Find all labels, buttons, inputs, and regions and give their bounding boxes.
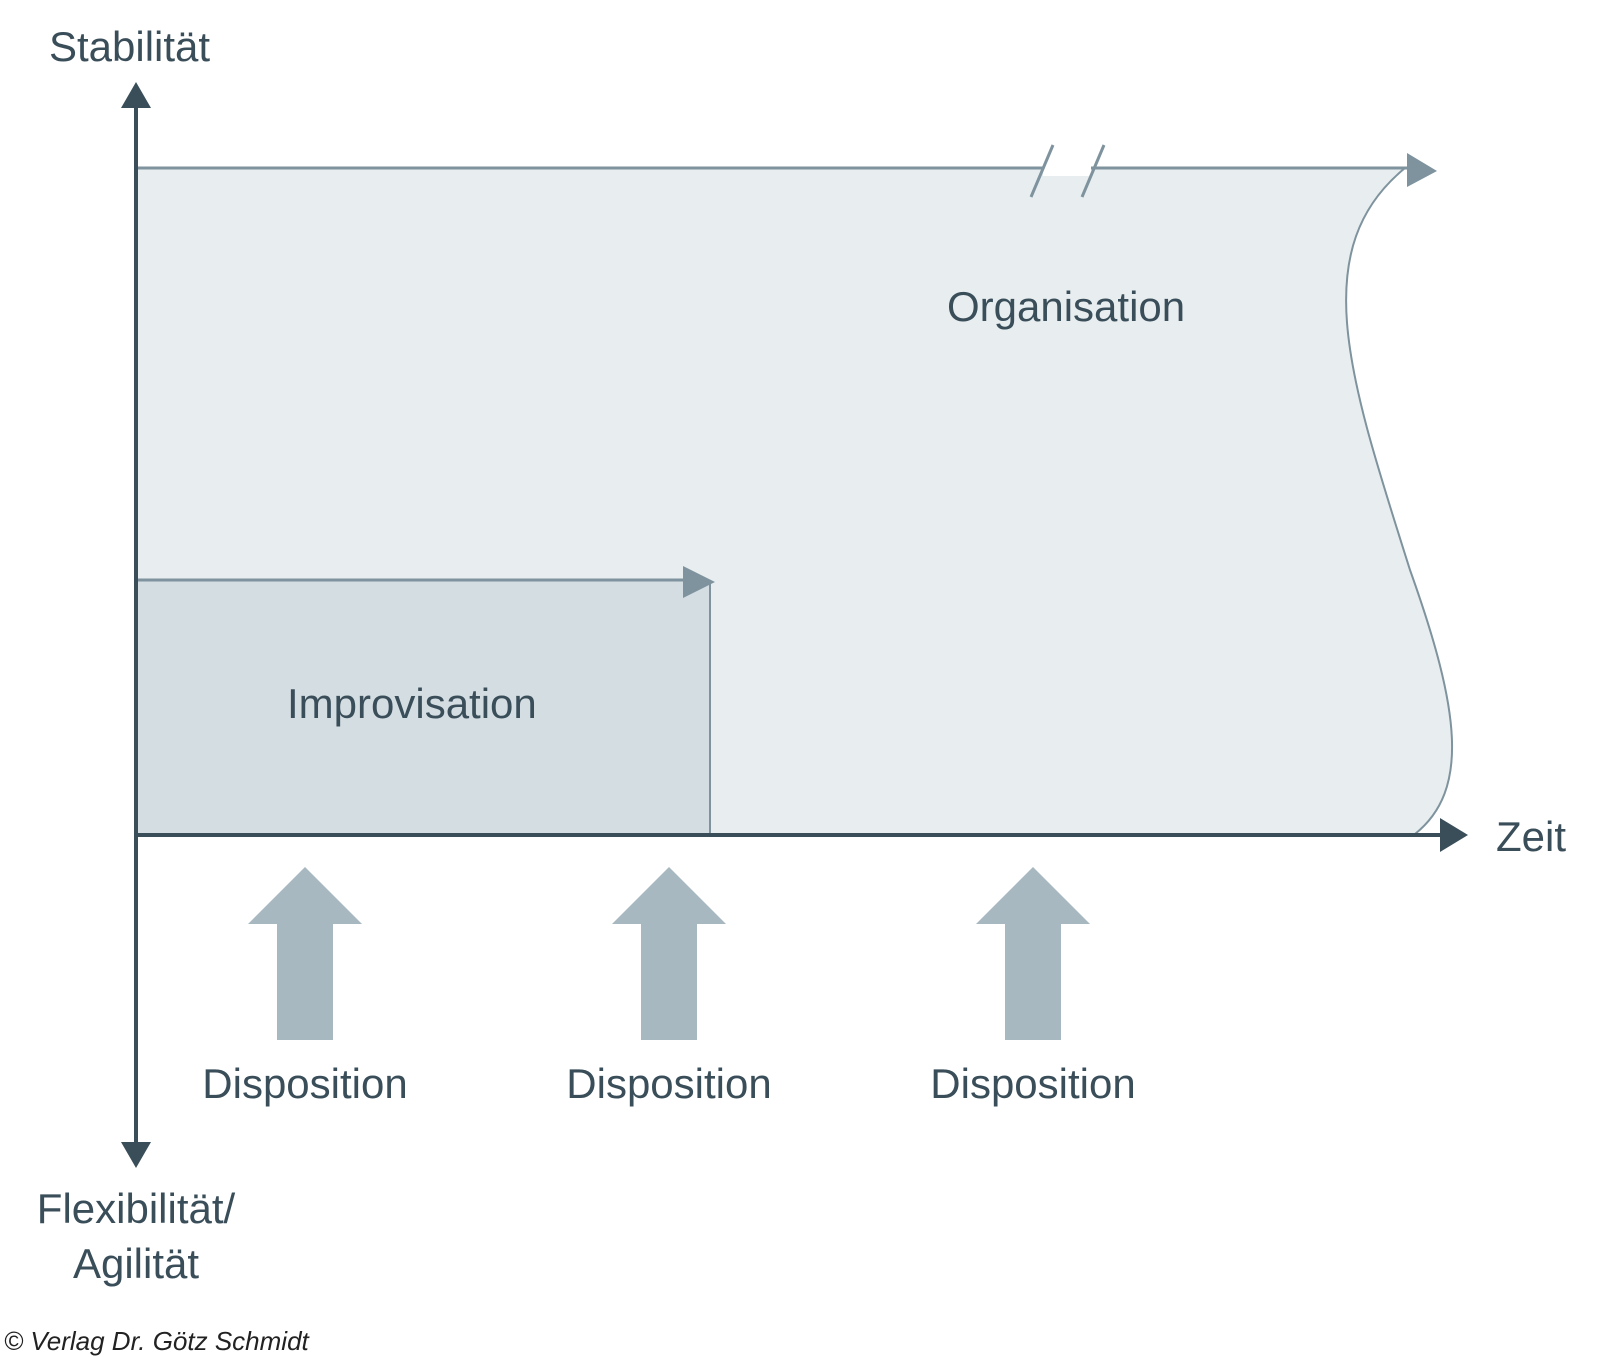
organisation-arrow-head [1407, 153, 1437, 187]
improvisation-arrow-head [683, 566, 715, 598]
y-axis-bottom-label-line2: Agilität [72, 1240, 200, 1287]
y-axis-arrow-down [121, 1142, 151, 1168]
organisation-label: Organisation [947, 283, 1186, 330]
disposition-arrow-2 [612, 867, 726, 1040]
x-axis-label: Zeit [1496, 813, 1567, 860]
improvisation-label: Improvisation [287, 680, 537, 727]
improvisation-region [135, 580, 710, 834]
y-axis-bottom-label-line1: Flexibilität/ [36, 1185, 236, 1232]
disposition-label-1: Disposition [202, 1060, 408, 1107]
break-gap [1043, 160, 1091, 176]
disposition-arrow-3 [976, 867, 1090, 1040]
disposition-label-3: Disposition [930, 1060, 1136, 1107]
break-mark-right [1080, 144, 1106, 198]
x-axis-arrow [1440, 818, 1468, 852]
organisation-right-edge [1345, 167, 1454, 835]
disposition-arrow-1 [248, 867, 362, 1040]
disposition-label-2: Disposition [566, 1060, 772, 1107]
copyright-notice: © Verlag Dr. Götz Schmidt [4, 1326, 309, 1356]
y-axis-arrow-up [121, 82, 151, 108]
y-axis-top-label: Stabilität [49, 23, 211, 70]
break-mark-left [1029, 144, 1055, 198]
